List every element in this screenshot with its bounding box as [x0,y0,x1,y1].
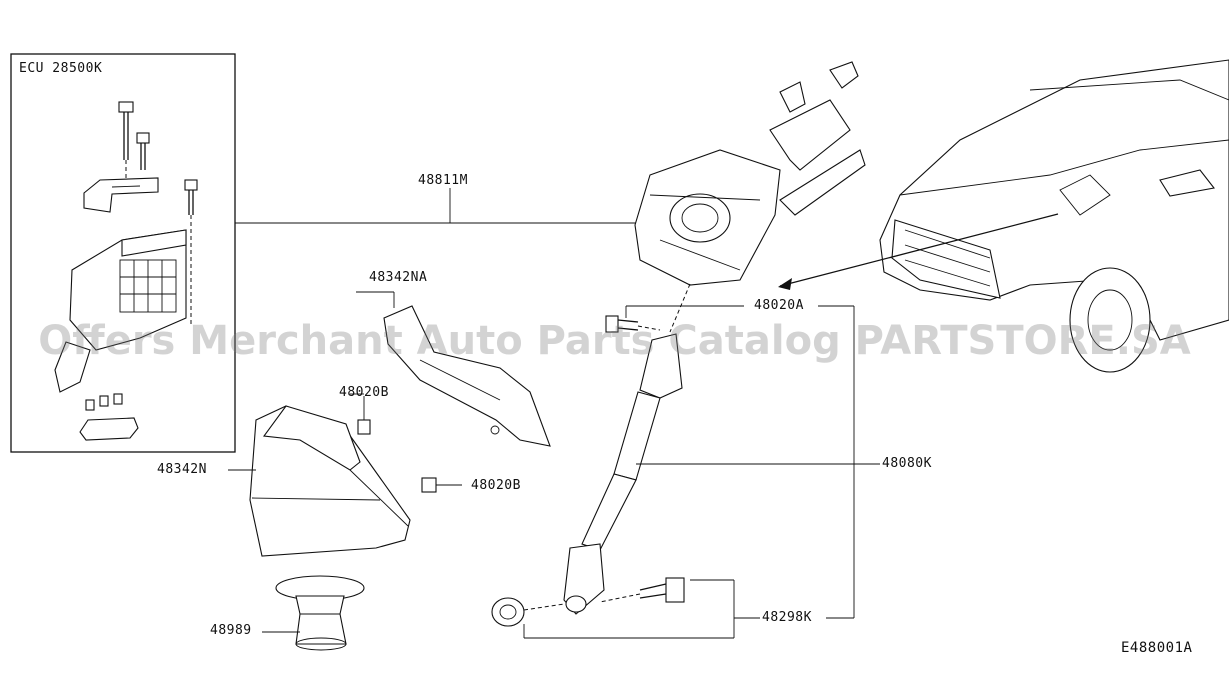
vehicle-outline [778,59,1229,373]
label-48298k: 48298K [762,610,812,625]
steering-column-assembly [634,61,866,286]
ecu-bracket [83,177,159,213]
ecu-box-title: ECU 28500K [19,61,103,76]
ecu-bolt-right [184,179,198,325]
bolt-48020a [605,315,661,333]
cover-48342n [249,405,411,557]
label-48020b-bottom: 48020B [471,478,521,493]
grommet-48989 [275,575,365,651]
ecu-bolt-long [118,101,134,190]
diagram-id: E488001A [1121,640,1193,656]
cover-48342na [383,305,551,447]
bolt-48298k [599,577,685,603]
label-48342na: 48342NA [369,270,428,285]
intermediate-shaft [563,283,691,615]
ecu-inset-frame [10,53,236,453]
leader-lines [228,291,880,639]
boot-48298k [491,597,565,627]
ecu-module [54,229,187,393]
label-48080k: 48080K [882,456,932,471]
label-48020b-top: 48020B [339,385,389,400]
ecu-bolt-short [136,132,150,170]
label-48342n: 48342N [157,462,207,477]
label-48989: 48989 [210,623,252,638]
label-48811m: 48811M [418,173,468,188]
clip-48020b-top [357,396,371,435]
label-48020a: 48020A [754,298,804,313]
clip-48020b-bottom [421,477,462,493]
ecu-small-screws [79,393,139,441]
